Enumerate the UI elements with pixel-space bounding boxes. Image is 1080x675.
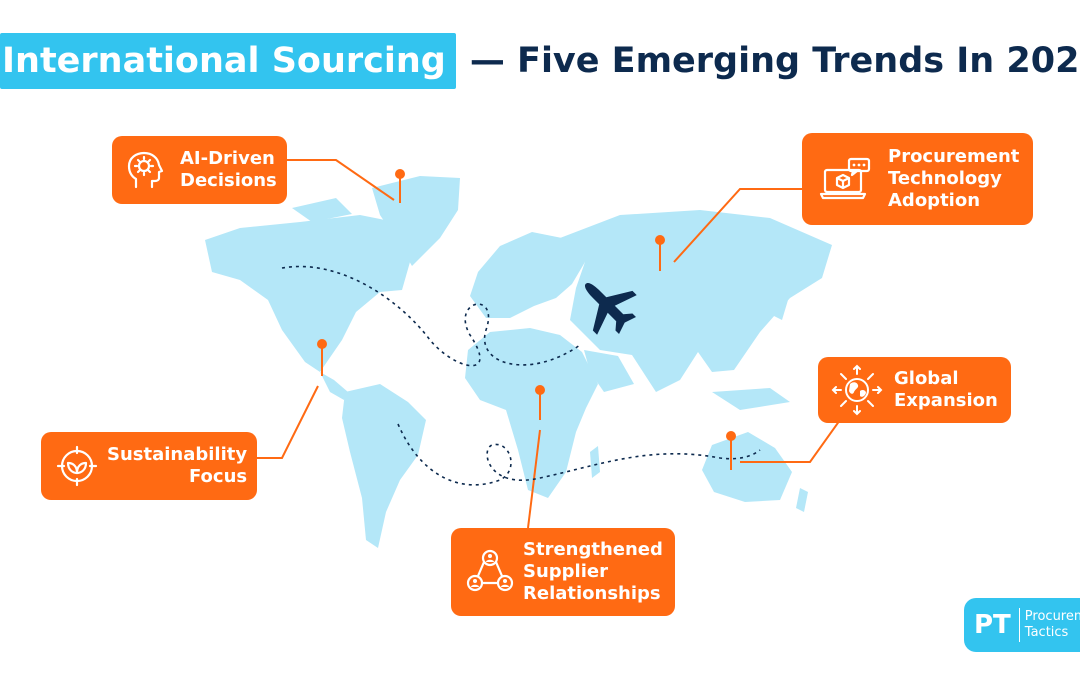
trend-label-line: Adoption: [888, 190, 981, 211]
asia: [560, 210, 832, 392]
flight-path-north: [281, 265, 581, 367]
connector-procurement: [673, 188, 803, 263]
trend-label-line: Sustainability: [107, 444, 248, 465]
pin-africa: [535, 385, 545, 420]
trend-card-sustainability: Sustainability Focus: [41, 432, 257, 500]
people-network-icon: [465, 547, 515, 597]
trend-card-procurement-technology: Procurement Technology Adoption: [802, 133, 1033, 225]
new-zealand: [796, 488, 808, 512]
title-rest: — Five Emerging Trends In 2025: [469, 41, 1080, 81]
airplane-icon: [585, 283, 637, 335]
trend-label-line: Expansion: [894, 390, 998, 411]
trend-label-line: Strengthened: [523, 539, 663, 560]
globe-arrows-icon: [830, 363, 884, 417]
trend-label-line: Supplier: [523, 561, 608, 582]
trend-label-line: Procurement: [888, 146, 1020, 167]
trend-label-line: Decisions: [180, 170, 277, 191]
ai-head-gear-icon: [124, 148, 168, 192]
procurement-tactics-logo: PT Procurement Tactics: [964, 598, 1080, 652]
sea-islands: [712, 388, 790, 410]
location-pins: [317, 169, 736, 470]
japan: [774, 295, 788, 320]
arabia: [584, 350, 634, 392]
trend-label-line: Global: [894, 368, 959, 389]
pin-central-america: [317, 339, 327, 376]
logo-name-line: Procurement: [1024, 609, 1080, 624]
connector-sustainability: [257, 385, 319, 459]
continents: [205, 176, 832, 548]
central-america: [320, 372, 348, 400]
pin-north-america: [395, 169, 405, 203]
logo-name-line: Tactics: [1024, 625, 1069, 640]
australia: [702, 432, 792, 502]
trend-card-ai-driven: AI-Driven Decisions: [112, 136, 287, 204]
greenland: [372, 176, 460, 266]
laptop-box-chat-icon: [818, 155, 874, 203]
trend-label-line: AI-Driven: [180, 148, 275, 169]
trend-label-line: Relationships: [523, 583, 661, 604]
trend-label-line: Technology: [888, 168, 1002, 189]
trend-card-supplier-relationships: Strengthened Supplier Relationships: [451, 528, 675, 616]
page-title: International Sourcing — Five Emerging T…: [0, 32, 1080, 90]
pin-asia: [655, 235, 665, 271]
south-america: [342, 384, 426, 548]
europe: [470, 232, 585, 318]
title-highlight: International Sourcing: [0, 33, 456, 89]
leaf-target-icon: [55, 444, 99, 488]
trend-label-line: Focus: [188, 466, 248, 487]
arctic-islands: [292, 198, 352, 222]
trend-card-global-expansion: Global Expansion: [818, 357, 1011, 423]
logo-name: Procurement Tactics: [1020, 609, 1080, 641]
logo-abbr: PT: [964, 608, 1020, 642]
africa: [465, 328, 598, 498]
pin-australia: [726, 431, 736, 470]
connector-ai: [286, 159, 395, 201]
north-america: [205, 215, 410, 372]
flight-paths: [281, 265, 761, 486]
flight-path-south: [397, 423, 761, 486]
madagascar: [590, 446, 600, 478]
